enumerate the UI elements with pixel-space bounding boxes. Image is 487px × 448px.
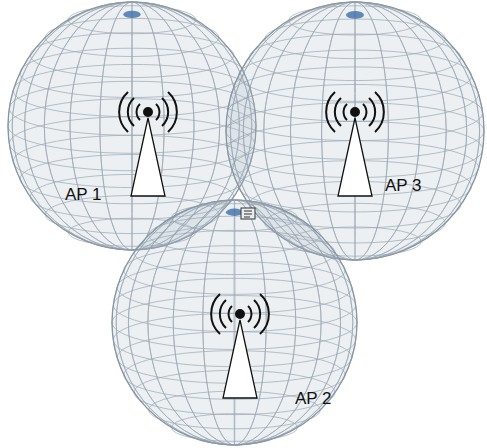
client-device <box>241 208 255 219</box>
access-point-label: AP 3 <box>385 177 422 196</box>
antenna-icon <box>326 92 384 196</box>
access-point-label: AP 2 <box>295 390 332 409</box>
antenna-icon <box>119 92 177 196</box>
coverage-sphere: AP 2 <box>112 200 357 445</box>
access-point-label: AP 1 <box>65 186 102 205</box>
sphere-wireframe <box>112 200 357 445</box>
antenna-icon <box>211 294 269 398</box>
